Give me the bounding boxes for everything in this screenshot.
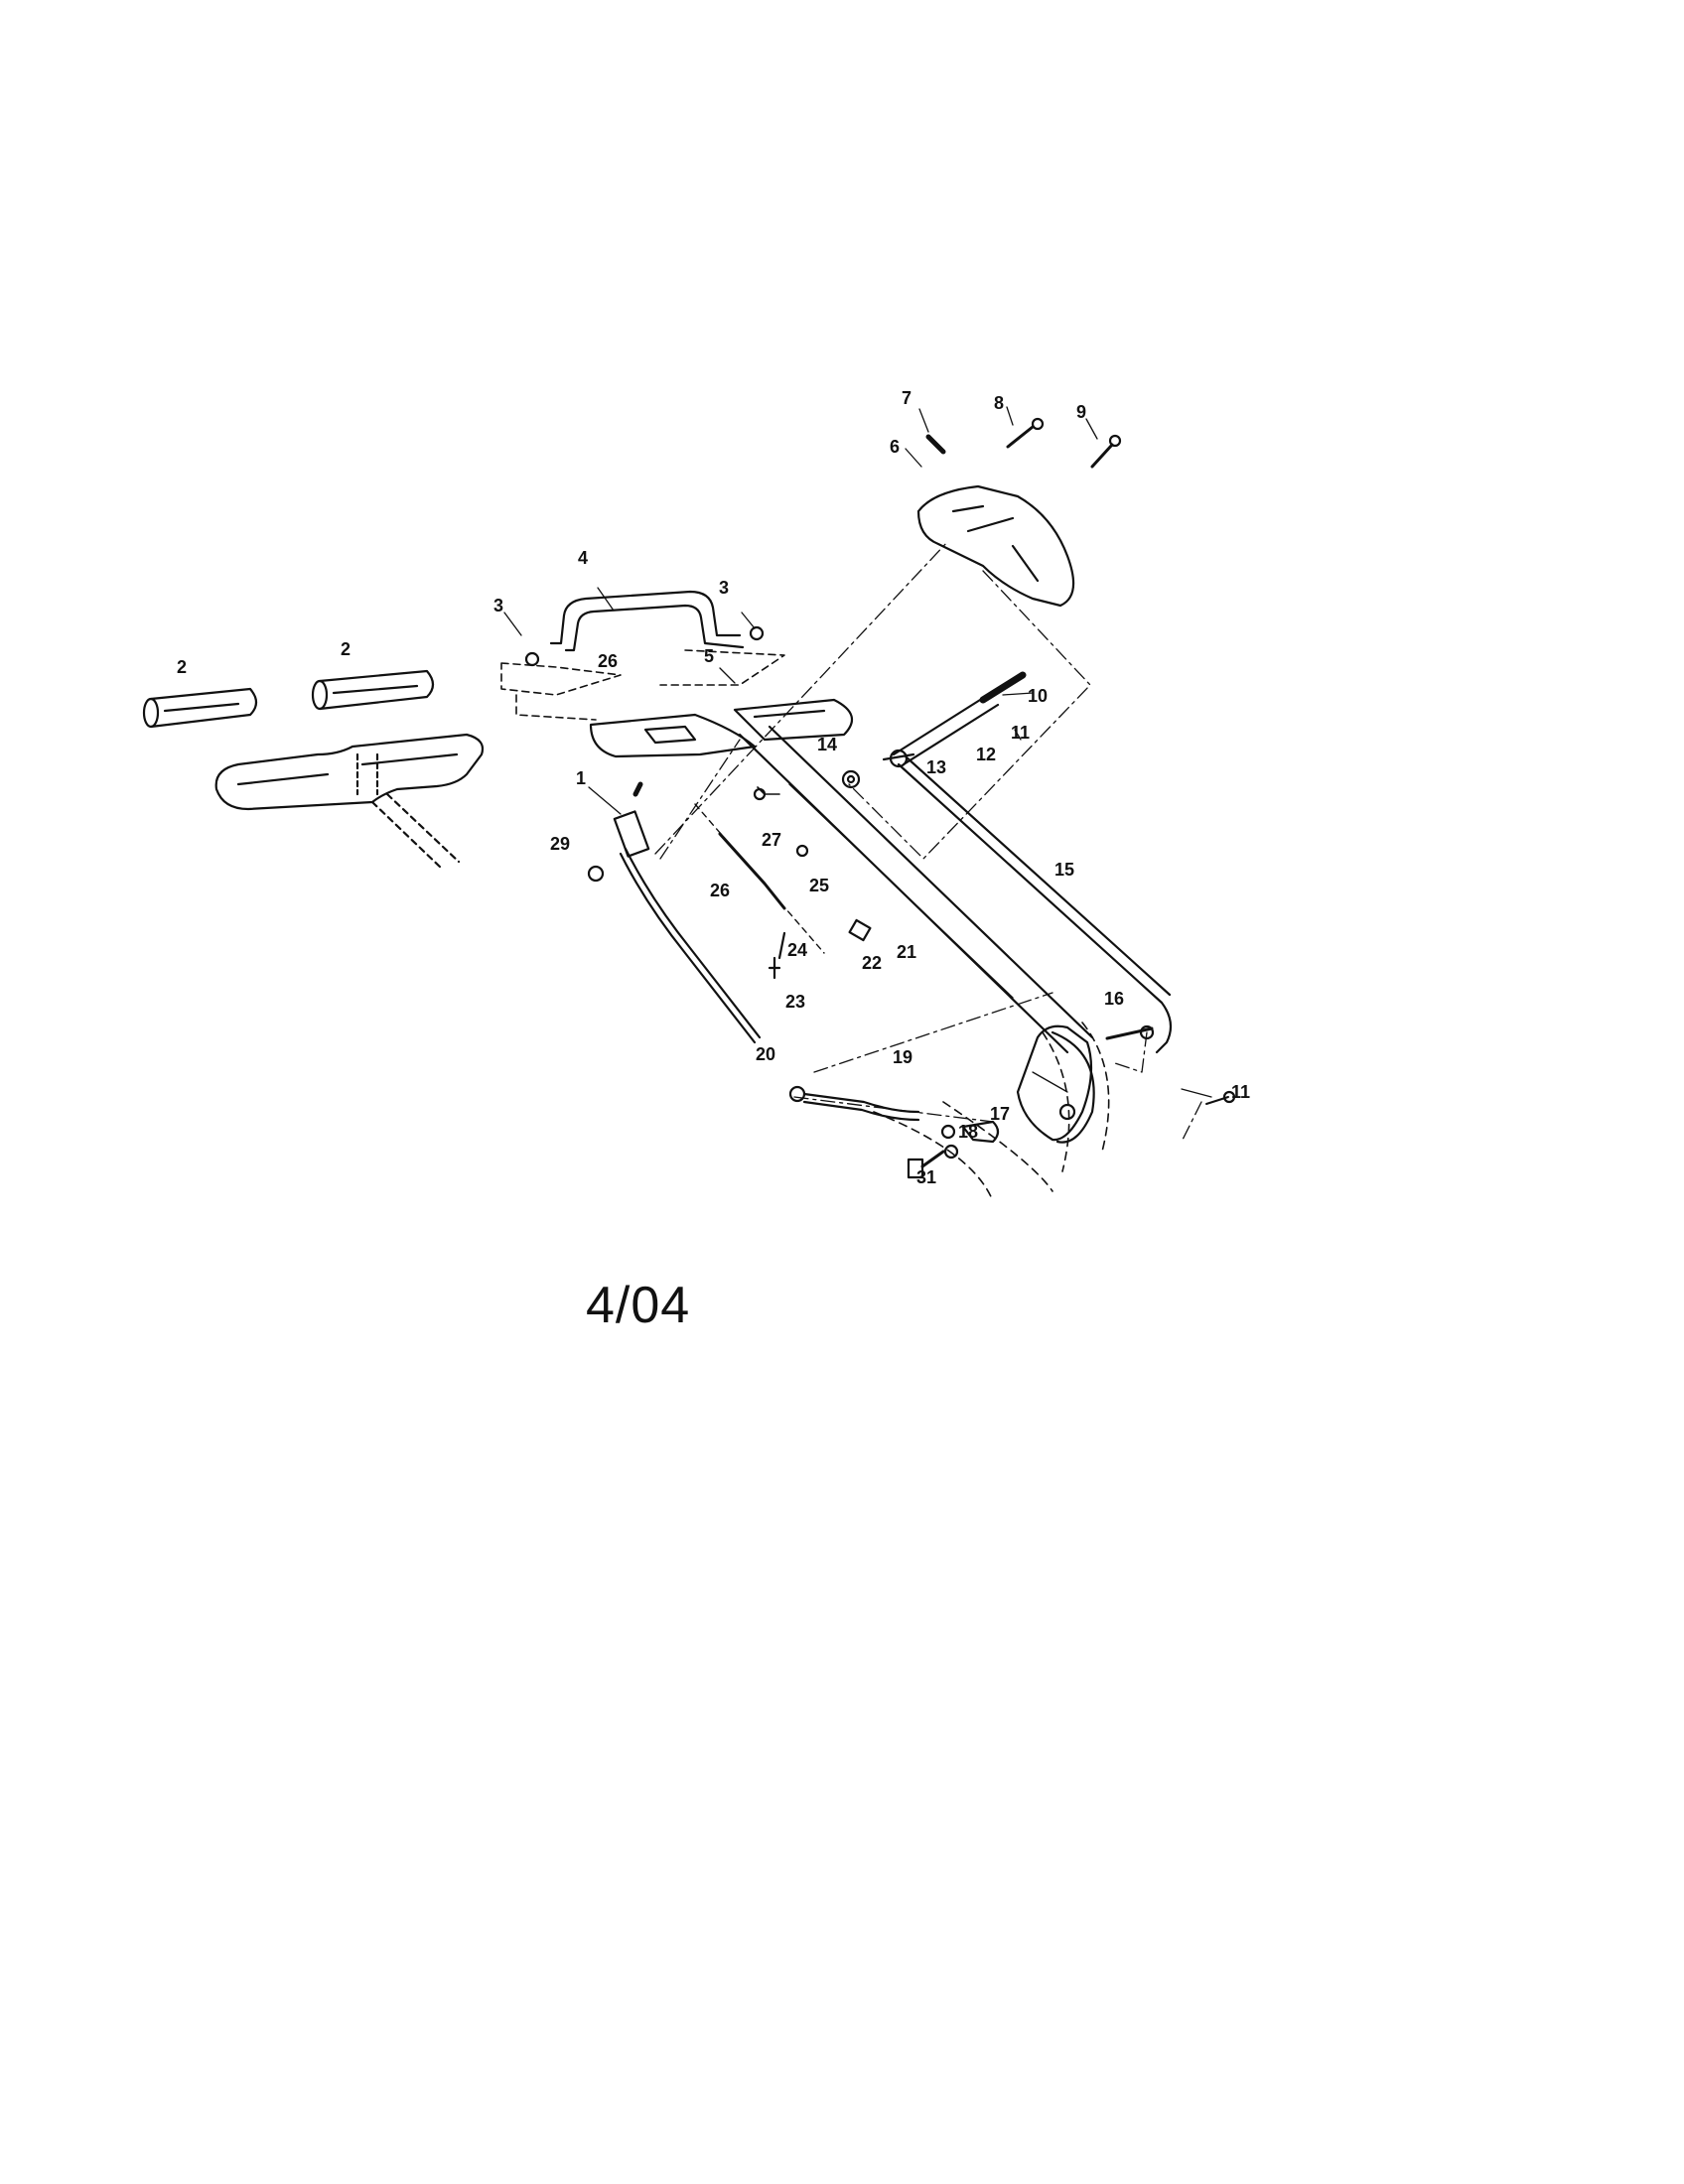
- lower-housing: [1016, 1024, 1095, 1144]
- callout-22: 22: [862, 953, 882, 973]
- callout-26-upper: 26: [598, 651, 618, 671]
- callout-23: 23: [785, 992, 805, 1012]
- top-cover: [916, 484, 1075, 608]
- callout-11-upper: 11: [1011, 723, 1030, 743]
- callout-labels: 1 2 2 3 3 4 5 6 7 8 9 10 11 11 12 13 14 …: [177, 388, 1250, 1187]
- main-shaft: [738, 725, 1094, 1054]
- handle-grip-right: [311, 669, 435, 711]
- callout-19: 19: [893, 1047, 912, 1067]
- callout-6: 6: [890, 437, 900, 457]
- control-rod: [882, 752, 1173, 1054]
- upper-handle-bar: [524, 590, 765, 667]
- shift-lever: [889, 671, 1027, 768]
- callout-15: 15: [1054, 860, 1074, 880]
- callout-2-right: 2: [341, 639, 351, 659]
- callout-20: 20: [756, 1044, 775, 1064]
- callout-18: 18: [958, 1122, 978, 1142]
- cover-screws: [925, 417, 1122, 469]
- center-mount-plate: [589, 698, 854, 758]
- callout-24: 24: [787, 940, 807, 960]
- callout-5: 5: [704, 646, 714, 666]
- washer-locator-lines: [500, 649, 785, 721]
- callout-25: 25: [809, 876, 829, 895]
- callout-3-right: 3: [719, 578, 729, 598]
- callout-10: 10: [1028, 686, 1048, 706]
- lower-handle-frame: [214, 733, 485, 871]
- callout-14: 14: [817, 735, 837, 754]
- callout-11-lower: 11: [1231, 1082, 1250, 1102]
- control-cable: [613, 781, 762, 1044]
- small-hardware: [587, 769, 1236, 1179]
- parts-drawing: [142, 406, 1236, 1202]
- callout-31: 31: [916, 1167, 936, 1187]
- handle-grip-left: [142, 687, 258, 729]
- callout-26-lower: 26: [710, 881, 730, 900]
- wheel-outline: [873, 1022, 1110, 1202]
- date-stamp: 4/04: [586, 1277, 691, 1334]
- callout-13: 13: [926, 757, 946, 777]
- callout-3-left: 3: [493, 596, 503, 615]
- callout-4: 4: [578, 548, 588, 568]
- callout-leaders: [503, 406, 1212, 1098]
- callout-29: 29: [550, 834, 570, 854]
- leader-lines: [654, 540, 1202, 1143]
- callout-1: 1: [576, 768, 586, 788]
- callout-9: 9: [1076, 402, 1086, 422]
- callout-2-left: 2: [177, 657, 187, 677]
- callout-7: 7: [902, 388, 912, 408]
- callout-12: 12: [976, 745, 996, 764]
- callout-17: 17: [990, 1104, 1010, 1124]
- callout-21: 21: [897, 942, 916, 962]
- callout-8: 8: [994, 393, 1004, 413]
- callout-27: 27: [762, 830, 781, 850]
- callout-16: 16: [1104, 989, 1124, 1009]
- inner-cable: [694, 803, 825, 954]
